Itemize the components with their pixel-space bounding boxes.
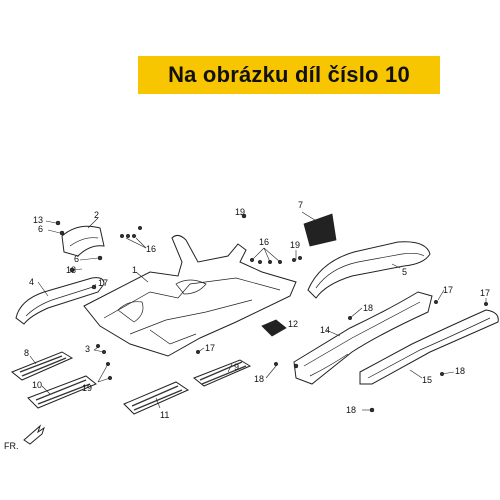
callout-16-left: 16 bbox=[146, 244, 156, 254]
front-direction-arrow: FR. bbox=[4, 424, 45, 451]
callout-18-top: 18 bbox=[363, 303, 373, 313]
leader-lines bbox=[29, 211, 487, 411]
callout-15: 15 bbox=[422, 375, 432, 385]
callout-4: 4 bbox=[29, 277, 34, 287]
part-9-footrest-mat bbox=[193, 359, 252, 387]
callout-3: 3 bbox=[85, 344, 90, 354]
part-2-cover bbox=[61, 225, 105, 257]
part-12-bracket bbox=[261, 319, 287, 337]
callout-12: 12 bbox=[288, 319, 298, 329]
part-10-footrest-mat bbox=[27, 375, 97, 409]
callout-1: 1 bbox=[132, 265, 137, 275]
callout-13-top: 13 bbox=[33, 215, 43, 225]
callout-labels: 2 13 6 6 13 4 17 1 16 19 16 19 7 5 17 17… bbox=[24, 200, 490, 420]
banner-title: Na obrázku díl číslo 10 bbox=[168, 62, 410, 87]
callout-6-top: 6 bbox=[38, 224, 43, 234]
callout-11: 11 bbox=[160, 410, 169, 420]
callout-2: 2 bbox=[94, 210, 99, 220]
part-14-lower-panel bbox=[293, 291, 433, 385]
callout-19-top: 19 bbox=[235, 207, 245, 217]
front-direction-label: FR. bbox=[4, 441, 19, 451]
callout-16-right: 16 bbox=[259, 237, 269, 247]
callout-6-lower: 6 bbox=[74, 254, 79, 264]
callout-9: 9 bbox=[234, 362, 239, 372]
callout-10: 10 bbox=[32, 380, 42, 390]
title-banner: Na obrázku díl číslo 10 bbox=[138, 56, 440, 94]
callout-17-right: 17 bbox=[443, 285, 453, 295]
callout-7: 7 bbox=[298, 200, 303, 210]
callout-17-center: 17 bbox=[205, 343, 215, 353]
part-7-dark-cover bbox=[303, 213, 337, 247]
callout-19-right: 19 bbox=[290, 240, 300, 250]
part-8-footrest-mat bbox=[11, 351, 74, 381]
part-4-side-rail bbox=[15, 277, 105, 325]
callout-18-right: 18 bbox=[455, 366, 465, 376]
callout-5: 5 bbox=[402, 267, 407, 277]
callout-18-bottom: 18 bbox=[346, 405, 356, 415]
part-5-upper-rail bbox=[307, 241, 431, 299]
callout-8: 8 bbox=[24, 348, 29, 358]
callout-19-bottom: 19 bbox=[82, 383, 92, 393]
callout-18-left: 18 bbox=[254, 374, 264, 384]
callout-17-far-right: 17 bbox=[480, 288, 490, 298]
part-15-right-rail bbox=[359, 309, 499, 385]
callout-14: 14 bbox=[320, 325, 330, 335]
callout-13-lower: 13 bbox=[66, 265, 76, 275]
callout-17-left: 17 bbox=[98, 278, 108, 288]
part-1-floor-panel bbox=[83, 234, 297, 357]
